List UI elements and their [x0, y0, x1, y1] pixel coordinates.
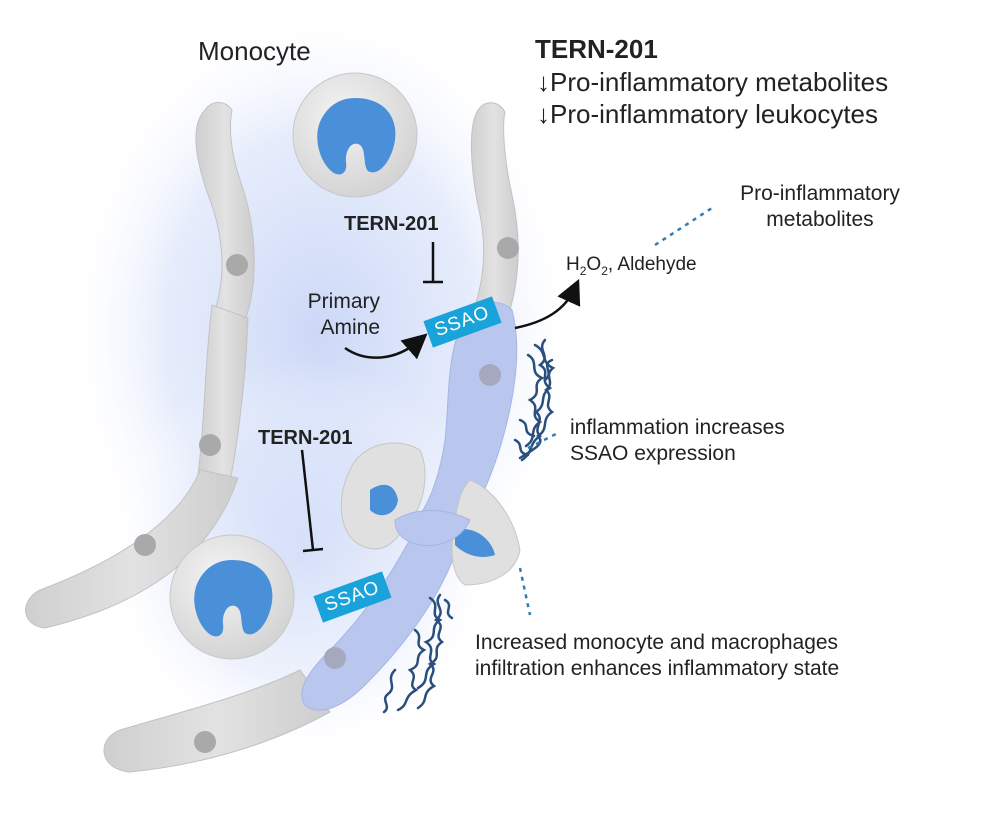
down-arrow-icon: ↓: [537, 67, 550, 97]
cell-nucleus: [324, 647, 346, 669]
inhibition-line-top: [423, 242, 443, 284]
cell-nucleus: [479, 364, 501, 386]
endothelial-cell-bottom: [103, 669, 331, 773]
primary-amine-arrow: [344, 333, 428, 360]
effect-text: Pro-inflammatory metabolites: [550, 67, 889, 97]
o-symbol: O: [586, 254, 602, 275]
leader-lines: [518, 206, 713, 616]
metabolites-annotation: Pro-inflammatory metabolites: [700, 181, 940, 233]
monocyte-label: Monocyte: [198, 36, 311, 66]
infiltration-line-2: infiltration enhances inflammatory state: [475, 657, 840, 680]
h-symbol: H: [566, 254, 580, 275]
metabolites-line-2: metabolites: [766, 208, 874, 231]
primary-amine-line-2: Amine: [320, 316, 380, 339]
o-subscript: 2: [601, 263, 608, 278]
cell-nucleus: [497, 237, 519, 259]
inflammation-line-2: SSAO expression: [570, 442, 736, 465]
monocyte-nucleus: [194, 560, 273, 637]
inflammation-annotation: inflammation increases SSAO expression: [570, 415, 785, 467]
tern-inhibitor-bottom-label: TERN-201: [258, 427, 353, 449]
left-vessel-wall: [25, 102, 255, 629]
down-arrow-icon: ↓: [537, 99, 550, 129]
migrating-macrophage: [340, 442, 521, 586]
cell-nucleus: [226, 254, 248, 276]
leader-metabolites: [654, 206, 713, 247]
cell-nucleus: [134, 534, 156, 556]
h-subscript: 2: [579, 263, 587, 278]
effect-text: Pro-inflammatory leukocytes: [550, 99, 878, 129]
product-arrow: [514, 278, 581, 330]
inflammation-line-1: inflammation increases: [570, 416, 785, 439]
leader-infiltration: [518, 567, 532, 616]
primary-amine-line-1: Primary: [307, 290, 380, 313]
monocyte-bottom: [169, 534, 295, 660]
tern-inhibitor-top-label: TERN-201: [344, 213, 439, 235]
effect-item-metabolites: ↓Pro-inflammatory metabolites: [537, 67, 888, 98]
primary-amine-label: Primary Amine: [280, 289, 380, 341]
cell-nucleus: [199, 434, 221, 456]
fibrosis-fibers-lower: [382, 593, 454, 714]
leader-inflammation: [527, 430, 561, 450]
inhibition-line-bottom: [300, 449, 324, 553]
endothelial-cell: [469, 102, 519, 326]
tern-title: TERN-201: [535, 34, 658, 64]
monocyte-top: [292, 72, 418, 198]
monocyte-nucleus: [317, 98, 396, 175]
h2o2-aldehyde-label: H2O2, Aldehyde: [566, 254, 697, 278]
aldehyde-text: , Aldehyde: [607, 254, 697, 275]
fibrosis-fibers-upper: [513, 338, 556, 462]
infiltration-annotation: Increased monocyte and macrophages infil…: [475, 630, 839, 682]
cell-nucleus: [194, 731, 216, 753]
metabolites-line-1: Pro-inflammatory: [740, 182, 900, 205]
effect-item-leukocytes: ↓Pro-inflammatory leukocytes: [537, 99, 878, 130]
infiltration-line-1: Increased monocyte and macrophages: [475, 631, 839, 654]
right-vessel-wall: [469, 102, 519, 326]
